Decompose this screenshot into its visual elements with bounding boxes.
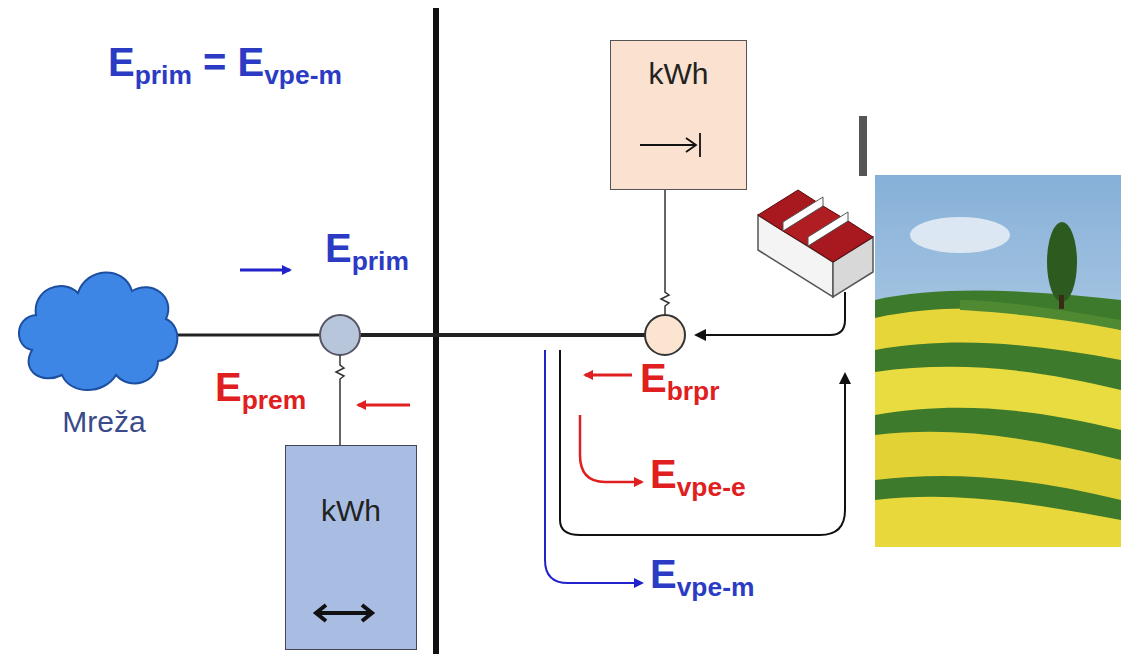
node-text: kWh bbox=[611, 57, 746, 91]
meter-transformer bbox=[320, 315, 360, 355]
bidirectional-meter: kWh bbox=[285, 445, 417, 650]
meter-stem bbox=[336, 355, 344, 445]
cloud-outline bbox=[12, 255, 182, 405]
balance-equation: Eprim = Evpe-m bbox=[108, 40, 342, 84]
boundary-line bbox=[433, 8, 439, 654]
energy-label: Eprim bbox=[325, 226, 409, 270]
energy-label: Ebrpr bbox=[640, 356, 719, 400]
wire bbox=[360, 333, 645, 337]
wire bbox=[178, 334, 320, 337]
energy-label: Evpe-e bbox=[650, 452, 746, 496]
flow-arrow bbox=[580, 415, 642, 482]
arrow-bar-symbol bbox=[632, 125, 712, 165]
unidirectional-meter: kWh bbox=[610, 40, 747, 190]
node-text: kWh bbox=[286, 494, 416, 528]
factory bbox=[758, 116, 873, 297]
flow-arrow bbox=[358, 404, 410, 407]
wire bbox=[560, 350, 845, 535]
double-arrow-symbol bbox=[304, 593, 384, 633]
meter-transformer bbox=[645, 315, 685, 355]
flow-arrow bbox=[240, 269, 290, 272]
flow-arrow bbox=[585, 374, 632, 377]
meter-stem bbox=[661, 190, 669, 315]
grid-cloud: Mreža bbox=[12, 255, 196, 477]
energy-label: Eprem bbox=[215, 365, 306, 409]
node-text: Mreža bbox=[12, 405, 196, 439]
field-photo bbox=[875, 175, 1121, 547]
wire bbox=[696, 292, 845, 335]
energy-label: Evpe-m bbox=[650, 552, 754, 596]
